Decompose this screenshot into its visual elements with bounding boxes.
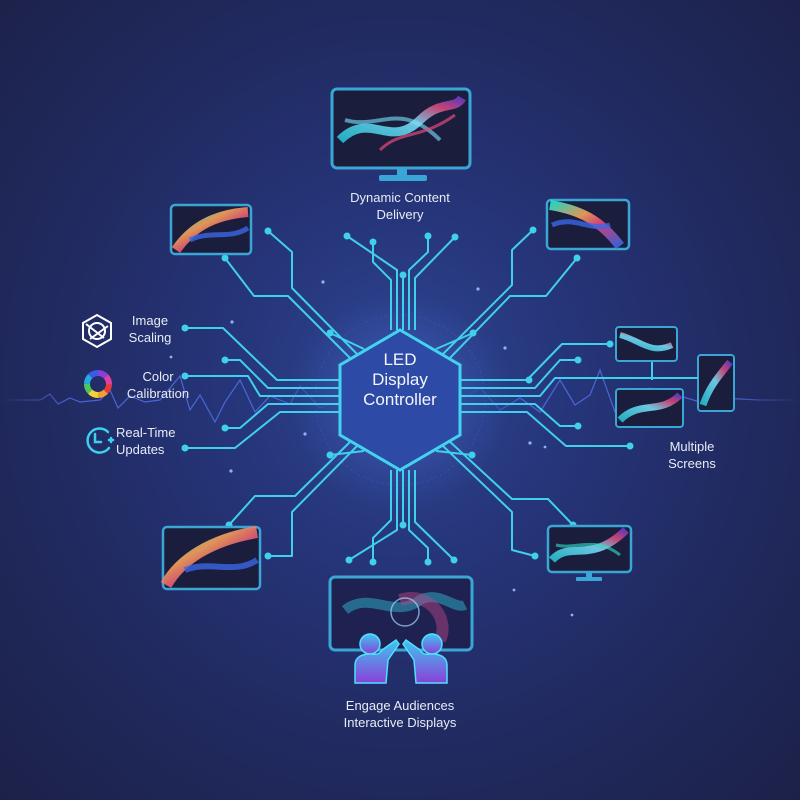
feature-image-scaling: Image Scaling bbox=[118, 312, 182, 346]
hub-label: LED Display Controller bbox=[330, 350, 470, 410]
color-wheel-icon bbox=[84, 370, 112, 398]
multiple-screens-line2: Screens bbox=[668, 456, 716, 471]
screen-top-right bbox=[545, 198, 631, 251]
label-engage-audiences: Engage Audiences Interactive Displays bbox=[310, 697, 490, 731]
circuit-lines bbox=[185, 229, 690, 562]
dynamic-content-line1: Dynamic Content bbox=[350, 190, 450, 205]
hexagon-aperture-icon bbox=[82, 313, 112, 349]
screen-top-left bbox=[169, 203, 253, 256]
label-dynamic-content: Dynamic Content Delivery bbox=[320, 189, 480, 223]
hub-ring bbox=[314, 314, 486, 486]
interactive-display bbox=[328, 575, 474, 652]
engage-line1: Engage Audiences bbox=[345, 698, 455, 713]
multiple-screens-cluster bbox=[615, 326, 735, 428]
feature-image-scaling-line2: Scaling bbox=[128, 330, 172, 345]
audience-people-icon bbox=[354, 633, 448, 684]
feature-color-calibration-line2: Calibration bbox=[126, 386, 190, 401]
hub-line-2: Display bbox=[372, 370, 428, 389]
hub-line-3: Controller bbox=[363, 390, 437, 409]
feature-real-time-line1: Real-Time bbox=[116, 425, 176, 440]
screen-bottom-left bbox=[160, 525, 262, 591]
label-multiple-screens: Multiple Screens bbox=[652, 438, 732, 472]
feature-color-calibration: Color Calibration bbox=[116, 368, 200, 402]
dynamic-content-line2: Delivery bbox=[376, 207, 424, 222]
hub-line-1: LED bbox=[383, 350, 417, 369]
monitor-bottom-right bbox=[546, 524, 633, 581]
controller-hexagon bbox=[338, 328, 462, 472]
circuit-endpoints bbox=[181, 226, 634, 566]
feature-real-time-line2: Updates bbox=[116, 442, 165, 457]
engage-line2: Interactive Displays bbox=[343, 715, 457, 730]
monitor-dynamic-content bbox=[330, 87, 472, 181]
feature-image-scaling-line1: Image bbox=[131, 313, 169, 328]
multiple-screens-line1: Multiple bbox=[669, 439, 715, 454]
feature-real-time-updates: Real-Time Updates bbox=[116, 424, 178, 458]
feature-color-calibration-line1: Color bbox=[142, 369, 174, 384]
clock-refresh-icon bbox=[86, 427, 115, 454]
